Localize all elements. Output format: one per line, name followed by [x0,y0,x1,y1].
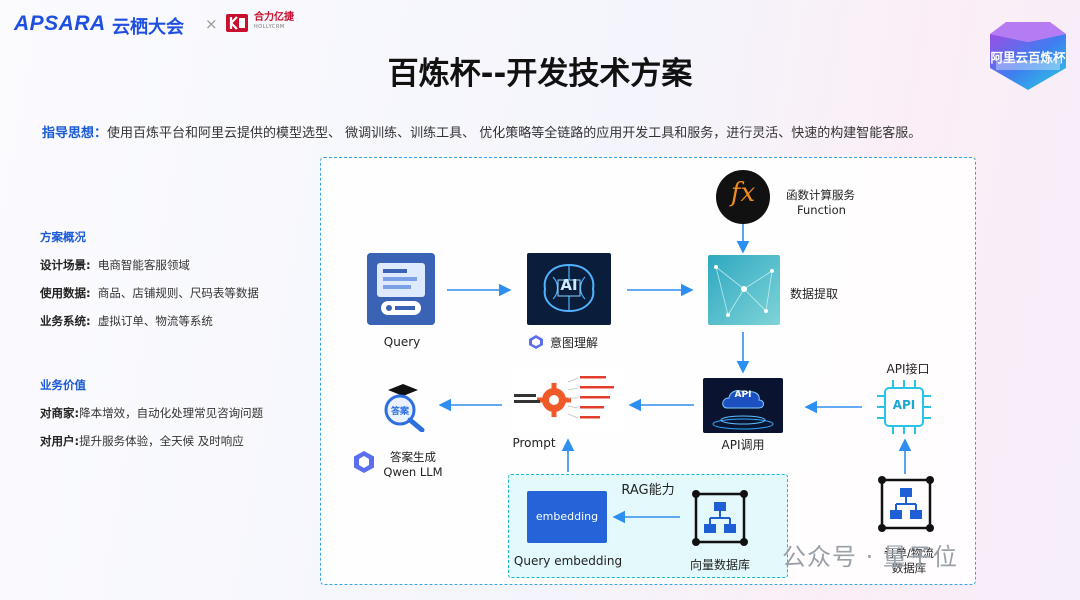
api-call-label: API调用 [721,438,765,452]
prompt-label: Prompt [512,436,556,450]
api-cloud-text: API [734,390,752,400]
watermark: 公众号 · 量子位 [782,543,958,571]
value-heading: 业务价值 [40,378,86,392]
overview-row: 业务系统: 虚拟订单、物流等系统 [40,313,213,329]
value-text: 提升服务体验，全天候 及时响应 [79,434,244,448]
prompt-illustration [510,368,622,432]
extract-label: 数据提取 [790,287,839,301]
fx-glyph: fx [730,178,756,208]
function-label-en: Function [797,203,846,217]
order-db-label-2: 数据库 [891,561,927,575]
query-illustration [367,253,435,325]
answer-icon-text: 答案 [390,407,409,417]
rag-label: RAG能力 [621,483,675,498]
value-key: 对商家: [40,406,80,420]
guideline-label: 指导思想： [42,126,108,141]
cup-badge-icon [990,22,1066,90]
api-chip-icon [877,380,931,434]
intent-illustration [527,253,611,325]
prompt-engineering-icon [514,376,614,419]
overview-value: 商品、店铺规则、尺码表等数据 [97,286,259,300]
qwen-logo-icon [354,451,374,473]
function-icon [716,170,770,224]
overview-key: 使用数据: [40,286,91,300]
yunqi-conference-logo: 云栖大会 [112,17,184,38]
network-icon [714,265,774,317]
embedding-box-text: embedding [535,510,599,523]
ai-chip-label: AI [560,276,578,294]
value-row: 对商家:降本增效，自动化处理常见咨询问题 [40,405,263,421]
overview-key: 设计场景: [40,258,91,272]
answer-label-en: Qwen LLM [383,465,443,479]
embedding-illustration [527,491,607,543]
vector-db-icon [692,490,748,546]
partner-logo-text: 合力亿捷 [254,12,294,23]
value-row: 对用户:提升服务体验，全天候 及时响应 [40,433,244,449]
function-label-cn: 函数计算服务 [786,188,855,202]
answer-magnifier-icon [384,384,425,432]
overview-value: 虚拟订单、物流等系统 [97,314,213,328]
overview-heading: 方案概况 [40,230,86,244]
ai-brain-icon [543,263,595,313]
badge-title: 阿里云百炼杯 [990,50,1066,65]
partner-logo-subtext: HOLLYCRM [254,24,285,30]
value-key: 对用户: [40,434,80,448]
query-label: Query [383,335,421,349]
hollycrm-logo-icon [226,14,248,32]
overview-value: 电商智能客服领域 [97,258,190,272]
query-embedding-label: Query embedding [513,554,623,568]
page-title: 百炼杯--开发技术方案 [387,56,693,92]
bailian-logo-icon [529,335,543,349]
guideline-text: 使用百炼平台和阿里云提供的模型选型、 微调训练、训练工具、 优化策略等全链路的应… [107,126,922,141]
overview-key: 业务系统: [40,314,91,328]
order-db-label-1: 订单/物流 [884,546,934,560]
data-extract-illustration [708,255,780,325]
vector-db-label: 向量数据库 [689,558,750,572]
api-call-illustration [703,378,783,433]
logo-separator: × [205,15,218,33]
value-text: 降本增效，自动化处理常见咨询问题 [79,406,264,420]
api-interface-label: API接口 [886,362,930,376]
api-cloud-icon [712,390,774,430]
apsara-logo: APSARA [14,12,106,35]
overview-row: 使用数据: 商品、店铺规则、尺码表等数据 [40,285,259,301]
chat-screen-icon [367,253,435,325]
intent-label: 意图理解 [550,336,599,350]
api-chip-text: API [892,398,916,412]
overview-row: 设计场景: 电商智能客服领域 [40,257,190,273]
answer-label-cn: 答案生成 [390,450,436,464]
order-db-icon [878,476,934,532]
guideline: 指导思想：使用百炼平台和阿里云提供的模型选型、 微调训练、训练工具、 优化策略等… [42,122,921,141]
